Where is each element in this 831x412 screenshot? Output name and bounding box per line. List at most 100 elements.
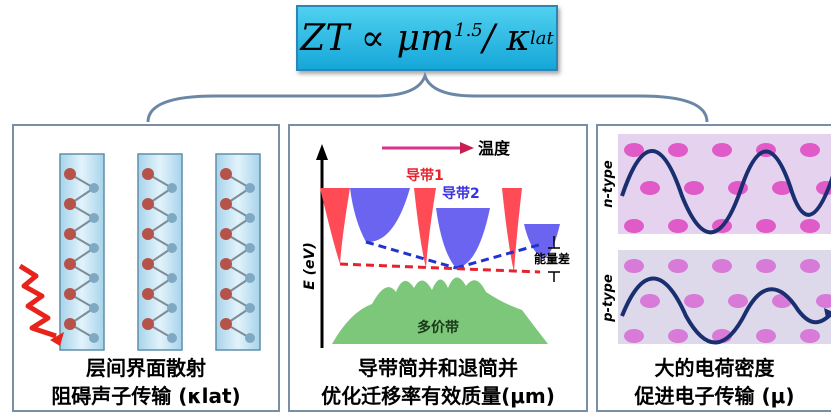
atom-red [220, 228, 232, 240]
charge-blob [816, 294, 831, 308]
middle-caption-1: 导带简并和退简并 [358, 356, 518, 380]
left-caption-2: 阻碍声子传输 (κlat) [51, 384, 241, 408]
atom-red [64, 198, 76, 210]
charge-blob [668, 143, 688, 157]
atom-red [142, 168, 154, 180]
charge-blob [624, 329, 644, 343]
right-caption-1: 大的电荷密度 [654, 356, 775, 380]
atom-blue [245, 333, 255, 343]
dashed-red [339, 262, 541, 274]
charge-blob [800, 219, 820, 233]
charge-blob [640, 294, 660, 308]
charge-blob [756, 259, 776, 273]
band2-blue-mid [436, 208, 490, 268]
charge-blob [684, 181, 704, 195]
formula-subscript: lat [529, 27, 554, 49]
band-diagram: E (eV) 温度 导带1 导带2 能量差 [302, 139, 570, 348]
atom-red [64, 168, 76, 180]
atom-red [64, 288, 76, 300]
band1-label: 导带1 [406, 168, 444, 184]
charge-blob [772, 181, 792, 195]
atom-blue [89, 243, 99, 253]
atom-blue [245, 243, 255, 253]
charge-blob [668, 259, 688, 273]
charge-blob [640, 181, 660, 195]
phonon-wave [18, 263, 57, 339]
panel-bands: E (eV) 温度 导带1 导带2 能量差 [288, 124, 588, 412]
panel-carriers: n-type p-type 大的电荷密度 促进电子传输 (μ) [596, 124, 831, 412]
energy-axis-arrow [316, 144, 328, 160]
band1-red-left [320, 188, 350, 264]
charge-blob [800, 329, 820, 343]
atom-red [142, 228, 154, 240]
phonon-arrowhead [50, 332, 64, 346]
charge-blob [712, 259, 732, 273]
atom-blue [167, 333, 177, 343]
charge-blob [728, 294, 748, 308]
n-type-wave [620, 149, 831, 235]
atom-blue [89, 273, 99, 283]
band1-red-mid [414, 188, 436, 268]
atom-blue [245, 213, 255, 223]
atom-red [220, 318, 232, 330]
atom-red [142, 198, 154, 210]
carrier-diagram: n-type p-type [601, 134, 831, 345]
energy-diff-label: 能量差 [534, 251, 570, 266]
formula-rest: / κ [482, 17, 530, 59]
middle-caption-2: 优化迁移率有效质量(μm) [321, 384, 555, 408]
atom-red [142, 288, 154, 300]
charge-blob [624, 259, 644, 273]
formula-main: ZT ∝ μm [300, 17, 455, 59]
temp-arrow-head [460, 142, 474, 154]
atom-blue [245, 273, 255, 283]
left-caption-1: 层间界面散射 [86, 356, 206, 380]
band2-blue-right [524, 224, 560, 258]
charge-blob [800, 143, 820, 157]
atom-blue [89, 213, 99, 223]
dashed-blue-2 [455, 242, 543, 270]
charge-blob [668, 329, 688, 343]
p-type-wave [620, 276, 831, 345]
charge-blob [800, 259, 820, 273]
formula-exponent: 1.5 [454, 19, 483, 41]
charge-blob [756, 329, 776, 343]
band2-blue-left [350, 188, 410, 243]
atom-red [220, 288, 232, 300]
charge-blob [668, 219, 688, 233]
atom-red [64, 258, 76, 270]
atom-red [142, 318, 154, 330]
n-type-label: n-type [601, 160, 616, 208]
charge-blob [624, 143, 644, 157]
curly-brace [146, 71, 709, 123]
atom-blue [167, 243, 177, 253]
charge-blob [756, 219, 776, 233]
atom-blue [245, 183, 255, 193]
atom-blue [89, 183, 99, 193]
atom-blue [167, 213, 177, 223]
atom-red [142, 258, 154, 270]
atom-blue [245, 303, 255, 313]
charge-blob [684, 294, 704, 308]
valence-band [332, 277, 548, 344]
charge-blob [712, 143, 732, 157]
atom-blue [89, 333, 99, 343]
p-type-label: p-type [601, 274, 616, 323]
atom-red [220, 168, 232, 180]
charge-blob [624, 219, 644, 233]
lattice-diagram [18, 153, 261, 351]
atom-red [220, 258, 232, 270]
valence-label: 多价带 [417, 319, 459, 336]
atom-red [64, 318, 76, 330]
temp-label: 温度 [477, 139, 511, 158]
p-type-wave-arrow [824, 308, 831, 318]
atom-red [220, 198, 232, 210]
atom-red [64, 228, 76, 240]
atom-blue [167, 303, 177, 313]
atom-blue [167, 273, 177, 283]
panel-lattice: 层间界面散射 阻碍声子传输 (κlat) [12, 124, 280, 412]
dashed-blue-1 [365, 240, 457, 270]
right-caption-2: 促进电子传输 (μ) [634, 384, 795, 408]
band2-label: 导带2 [442, 186, 480, 202]
